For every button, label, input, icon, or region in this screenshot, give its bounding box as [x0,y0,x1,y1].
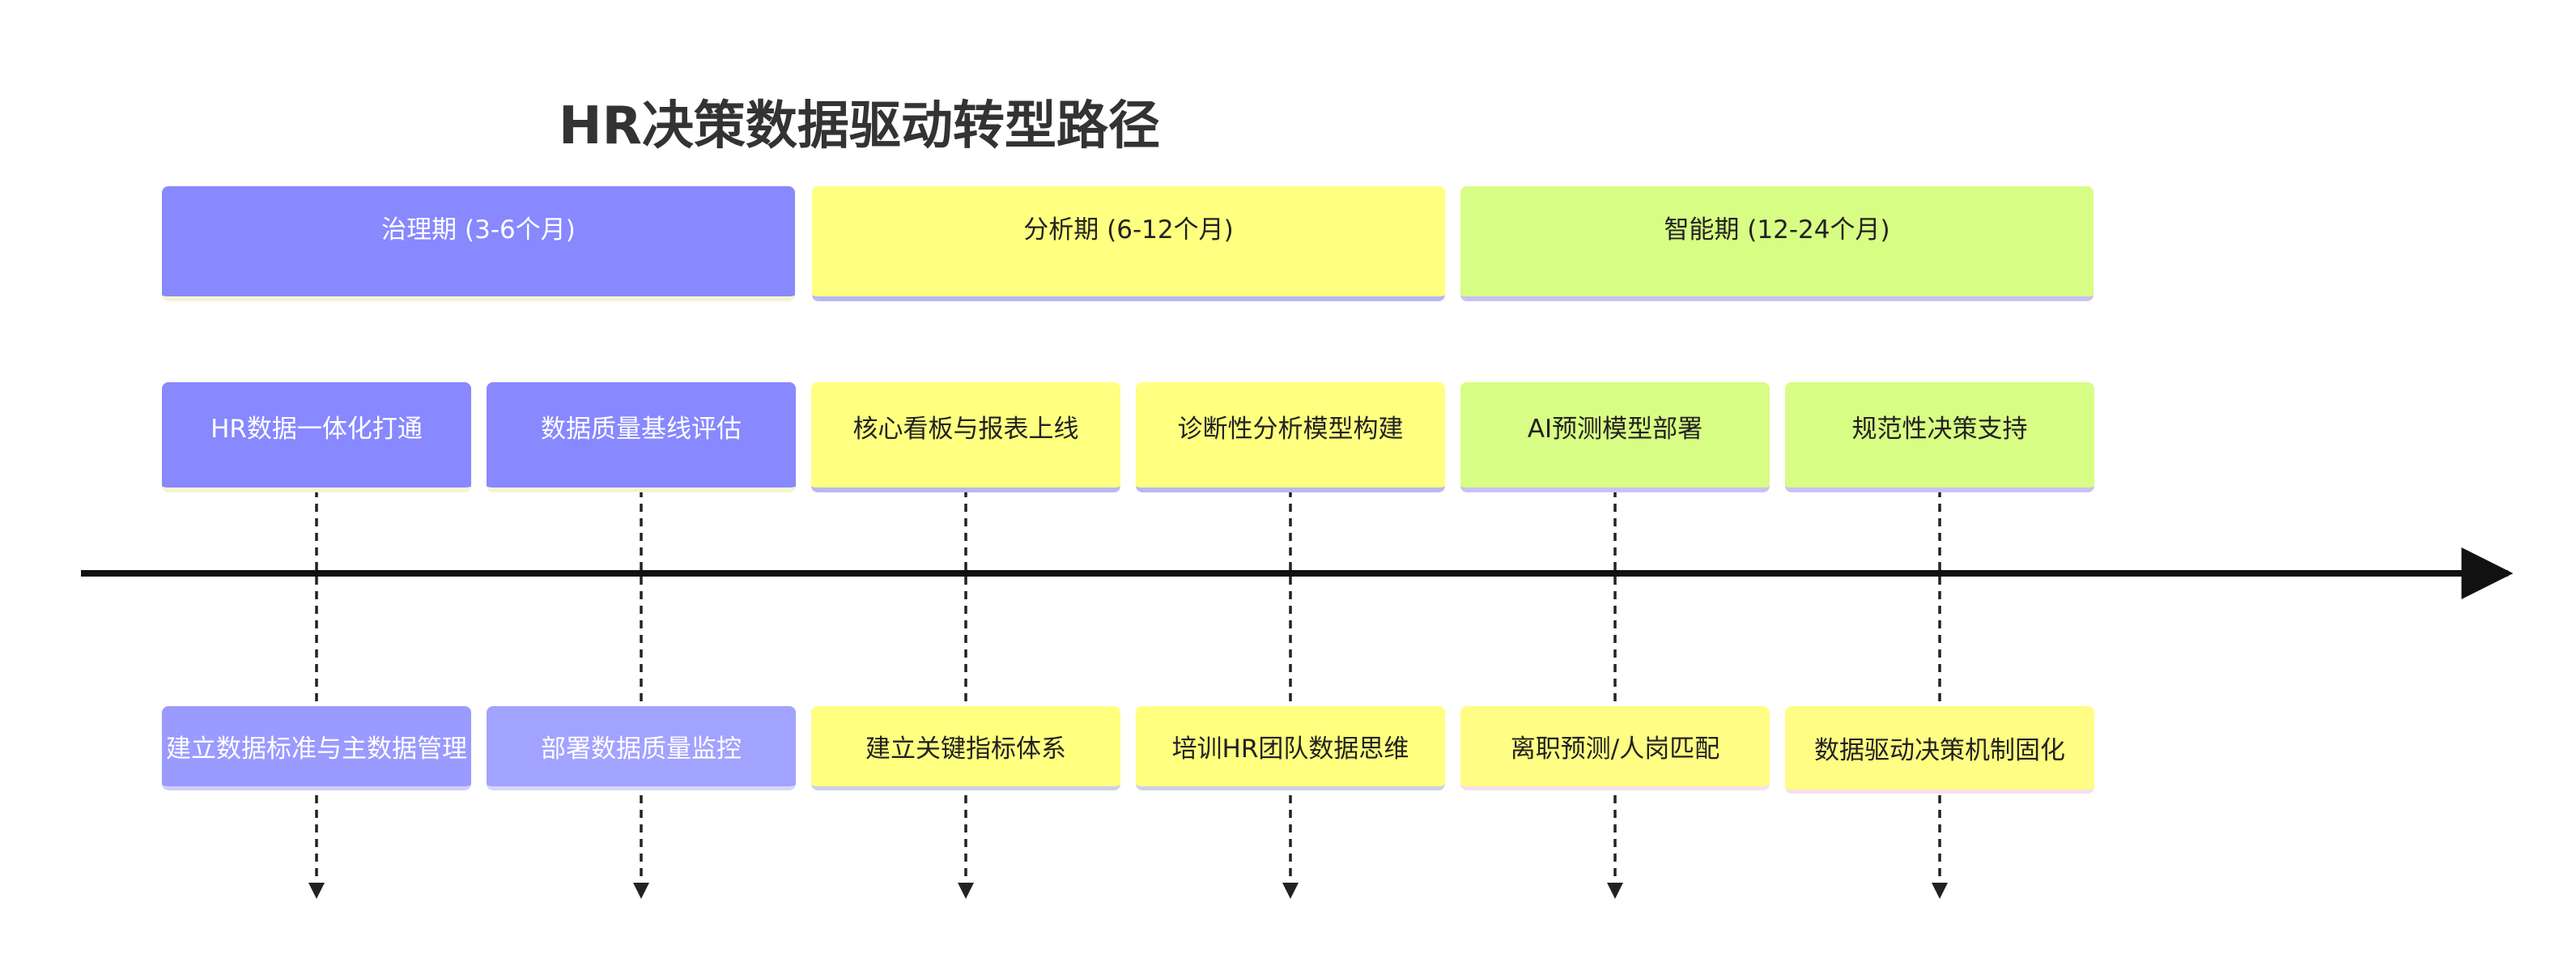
task-box-4: 诊断性分析模型构建 [1136,382,1445,492]
sub-event-label-1: 建立数据标准与主数据管理 [166,734,467,764]
sub-event-box-3: 建立关键指标体系 [811,706,1120,790]
section-label-intelligence: 智能期 (12-24个月) [1664,215,1890,245]
diagram-title: HR决策数据驱动转型路径 [559,96,1160,156]
sub-event-label-4: 培训HR团队数据思维 [1171,734,1409,764]
section-label-analysis: 分析期 (6-12个月) [1023,215,1234,245]
connector-arrowhead-4 [1282,883,1299,899]
task-box-5: AI预测模型部署 [1460,382,1770,492]
sub-event-box-4: 培训HR团队数据思维 [1136,706,1445,790]
connector-arrowhead-3 [958,883,974,899]
task-box-3: 核心看板与报表上线 [811,382,1120,492]
task-label-2: 数据质量基线评估 [541,415,742,444]
sub-event-label-6: 数据驱动决策机制固化 [1814,736,2065,765]
connector-arrowhead-6 [1932,883,1948,899]
task-label-5: AI预测模型部署 [1527,415,1703,444]
section-box-intelligence: 智能期 (12-24个月) [1460,186,2094,301]
task-label-3: 核心看板与报表上线 [852,415,1079,444]
section-box-governance: 治理期 (3-6个月) [162,186,795,301]
task-label-1: HR数据一体化打通 [210,415,423,444]
sub-event-box-5: 离职预测/人岗匹配 [1460,706,1770,790]
connector-arrowhead-1 [308,883,325,899]
sub-event-label-2: 部署数据质量监控 [541,734,742,764]
section-label-governance: 治理期 (3-6个月) [381,215,576,245]
sub-event-box-2: 部署数据质量监控 [487,706,796,790]
connector-arrowhead-5 [1607,883,1623,899]
sub-event-label-5: 离职预测/人岗匹配 [1510,734,1720,764]
sub-event-label-3: 建立关键指标体系 [865,734,1066,764]
task-box-6: 规范性决策支持 [1785,382,2094,492]
sub-event-box-1: 建立数据标准与主数据管理 [162,706,471,790]
task-box-2: 数据质量基线评估 [487,382,796,492]
sub-event-box-6: 数据驱动决策机制固化 [1785,706,2094,794]
section-box-analysis: 分析期 (6-12个月) [812,186,1445,301]
task-label-4: 诊断性分析模型构建 [1177,415,1404,444]
task-label-6: 规范性决策支持 [1851,415,2028,444]
task-box-1: HR数据一体化打通 [162,382,471,492]
connector-arrowhead-2 [633,883,649,899]
